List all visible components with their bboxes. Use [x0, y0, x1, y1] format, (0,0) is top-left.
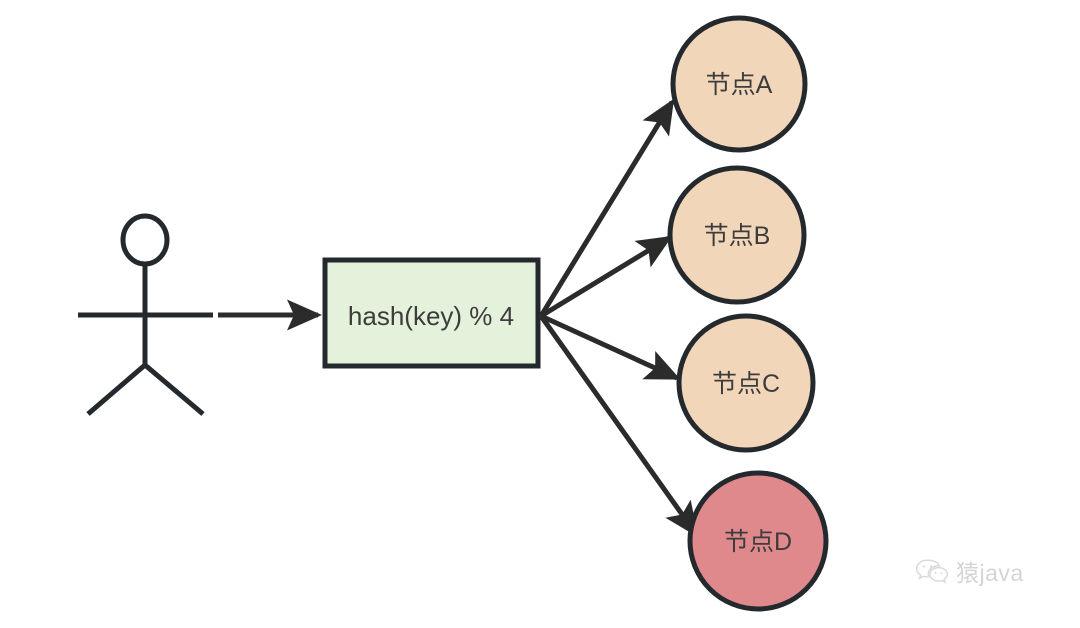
stick-figure-leg-left [86, 363, 147, 416]
watermark-text: 猿java [956, 559, 1024, 586]
node-circle-a: 节点A [670, 15, 808, 153]
stick-figure-leg-right [143, 363, 205, 416]
wechat-icon [915, 559, 949, 584]
process-box-hash: hash(key) % 4 [322, 257, 541, 369]
node-circle-d: 节点D [687, 470, 829, 612]
edge-hash-to-node-d [538, 314, 699, 538]
stick-figure-head-icon [120, 213, 170, 267]
node-d-shape [687, 470, 829, 612]
node-c-label: 节点C [712, 370, 780, 398]
process-box-rect [322, 257, 541, 369]
node-d-label: 节点D [724, 528, 792, 556]
node-a-shape [670, 15, 808, 153]
node-circle-c: 节点C [676, 313, 816, 453]
edge-hash-to-node-c [539, 313, 681, 381]
node-b-shape [667, 165, 807, 305]
node-c-shape [676, 313, 816, 453]
stick-figure-user [78, 213, 213, 416]
edge-hash-to-node-b [539, 235, 673, 319]
node-b-label: 节点B [704, 222, 771, 250]
watermark: 猿java [915, 558, 1024, 588]
edge-hash-to-node-a [538, 98, 675, 318]
process-box-label: hash(key) % 4 [348, 301, 514, 331]
node-circle-b: 节点B [667, 165, 807, 305]
node-a-label: 节点A [706, 71, 773, 99]
